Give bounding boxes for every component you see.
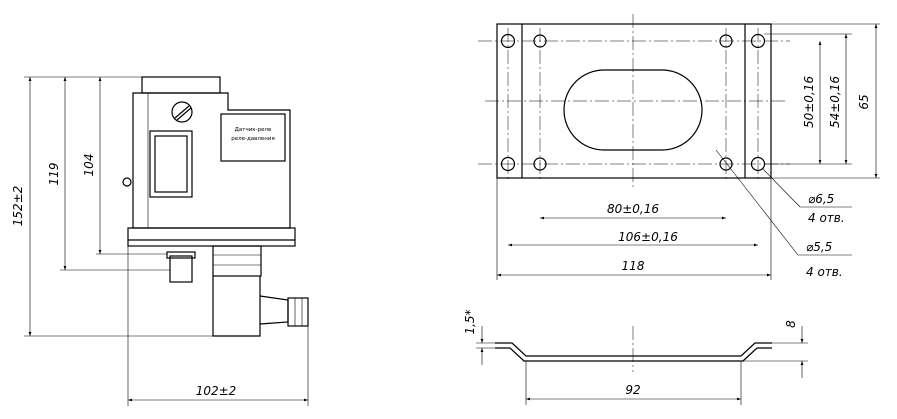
hole-outer-tl bbox=[500, 33, 516, 49]
bracket-profile-top bbox=[495, 342, 772, 357]
nameplate-line-1: Датчик-реле bbox=[235, 127, 272, 133]
dim-label-8: 8 bbox=[784, 320, 798, 328]
dim-label-118: 118 bbox=[622, 259, 645, 273]
bracket-profile-bottom bbox=[495, 347, 772, 362]
hole-inner-br bbox=[719, 157, 733, 171]
hole-55-count: 4 отв. bbox=[806, 265, 843, 279]
side-view: Датчик-реле реле-давления 152±2 119 104 bbox=[11, 76, 309, 406]
dim-label-65: 65 bbox=[857, 94, 871, 109]
dim-label-50: 50±0,16 bbox=[802, 76, 816, 128]
dim-label-54: 54±0,16 bbox=[828, 76, 842, 128]
window-frame bbox=[149, 130, 193, 198]
hole-inner-tl bbox=[533, 34, 547, 48]
plan-view: 50±0,16 54±0,16 65 80±0,16 106±0,16 118 … bbox=[478, 14, 880, 280]
window-glass bbox=[154, 135, 188, 193]
leader-65 bbox=[761, 167, 801, 208]
dim-label-15: 1,5* bbox=[463, 309, 477, 334]
side-knob bbox=[122, 177, 132, 187]
dim-label-152: 152±2 bbox=[11, 186, 25, 227]
dim-label-106: 106±0,16 bbox=[618, 230, 678, 244]
profile-view: 1,5* 8 92 bbox=[463, 309, 808, 405]
dim-label-119: 119 bbox=[47, 163, 61, 186]
dim-label-92: 92 bbox=[625, 383, 640, 397]
pressure-fitting bbox=[169, 255, 193, 283]
fitting-nut bbox=[166, 251, 196, 259]
nameplate-line-2: реле-давления bbox=[231, 136, 275, 142]
screw-slot bbox=[174, 105, 190, 119]
leader-55 bbox=[715, 149, 799, 256]
screw-slot-2 bbox=[176, 107, 192, 121]
top-cap bbox=[141, 76, 221, 94]
connector-body bbox=[212, 276, 261, 337]
cable-gland bbox=[259, 295, 289, 325]
nameplate bbox=[220, 113, 286, 162]
gland-nut bbox=[287, 297, 309, 327]
center-slot bbox=[563, 69, 703, 151]
dim-label-104: 104 bbox=[82, 154, 96, 177]
base-flange bbox=[127, 227, 296, 247]
hole-outer-tr bbox=[750, 33, 766, 49]
hole-55-dia: ⌀5,5 bbox=[806, 240, 832, 254]
hole-65-count: 4 отв. bbox=[808, 211, 845, 225]
connector-collar bbox=[212, 245, 262, 277]
adjust-screw-icon bbox=[171, 101, 193, 123]
hole-outer-bl bbox=[500, 156, 516, 172]
hole-inner-bl bbox=[533, 157, 547, 171]
dim-label-102: 102±2 bbox=[196, 384, 237, 398]
hole-inner-tr bbox=[719, 34, 733, 48]
dim-label-80: 80±0,16 bbox=[607, 202, 659, 216]
hole-65-dia: ⌀6,5 bbox=[808, 192, 834, 206]
